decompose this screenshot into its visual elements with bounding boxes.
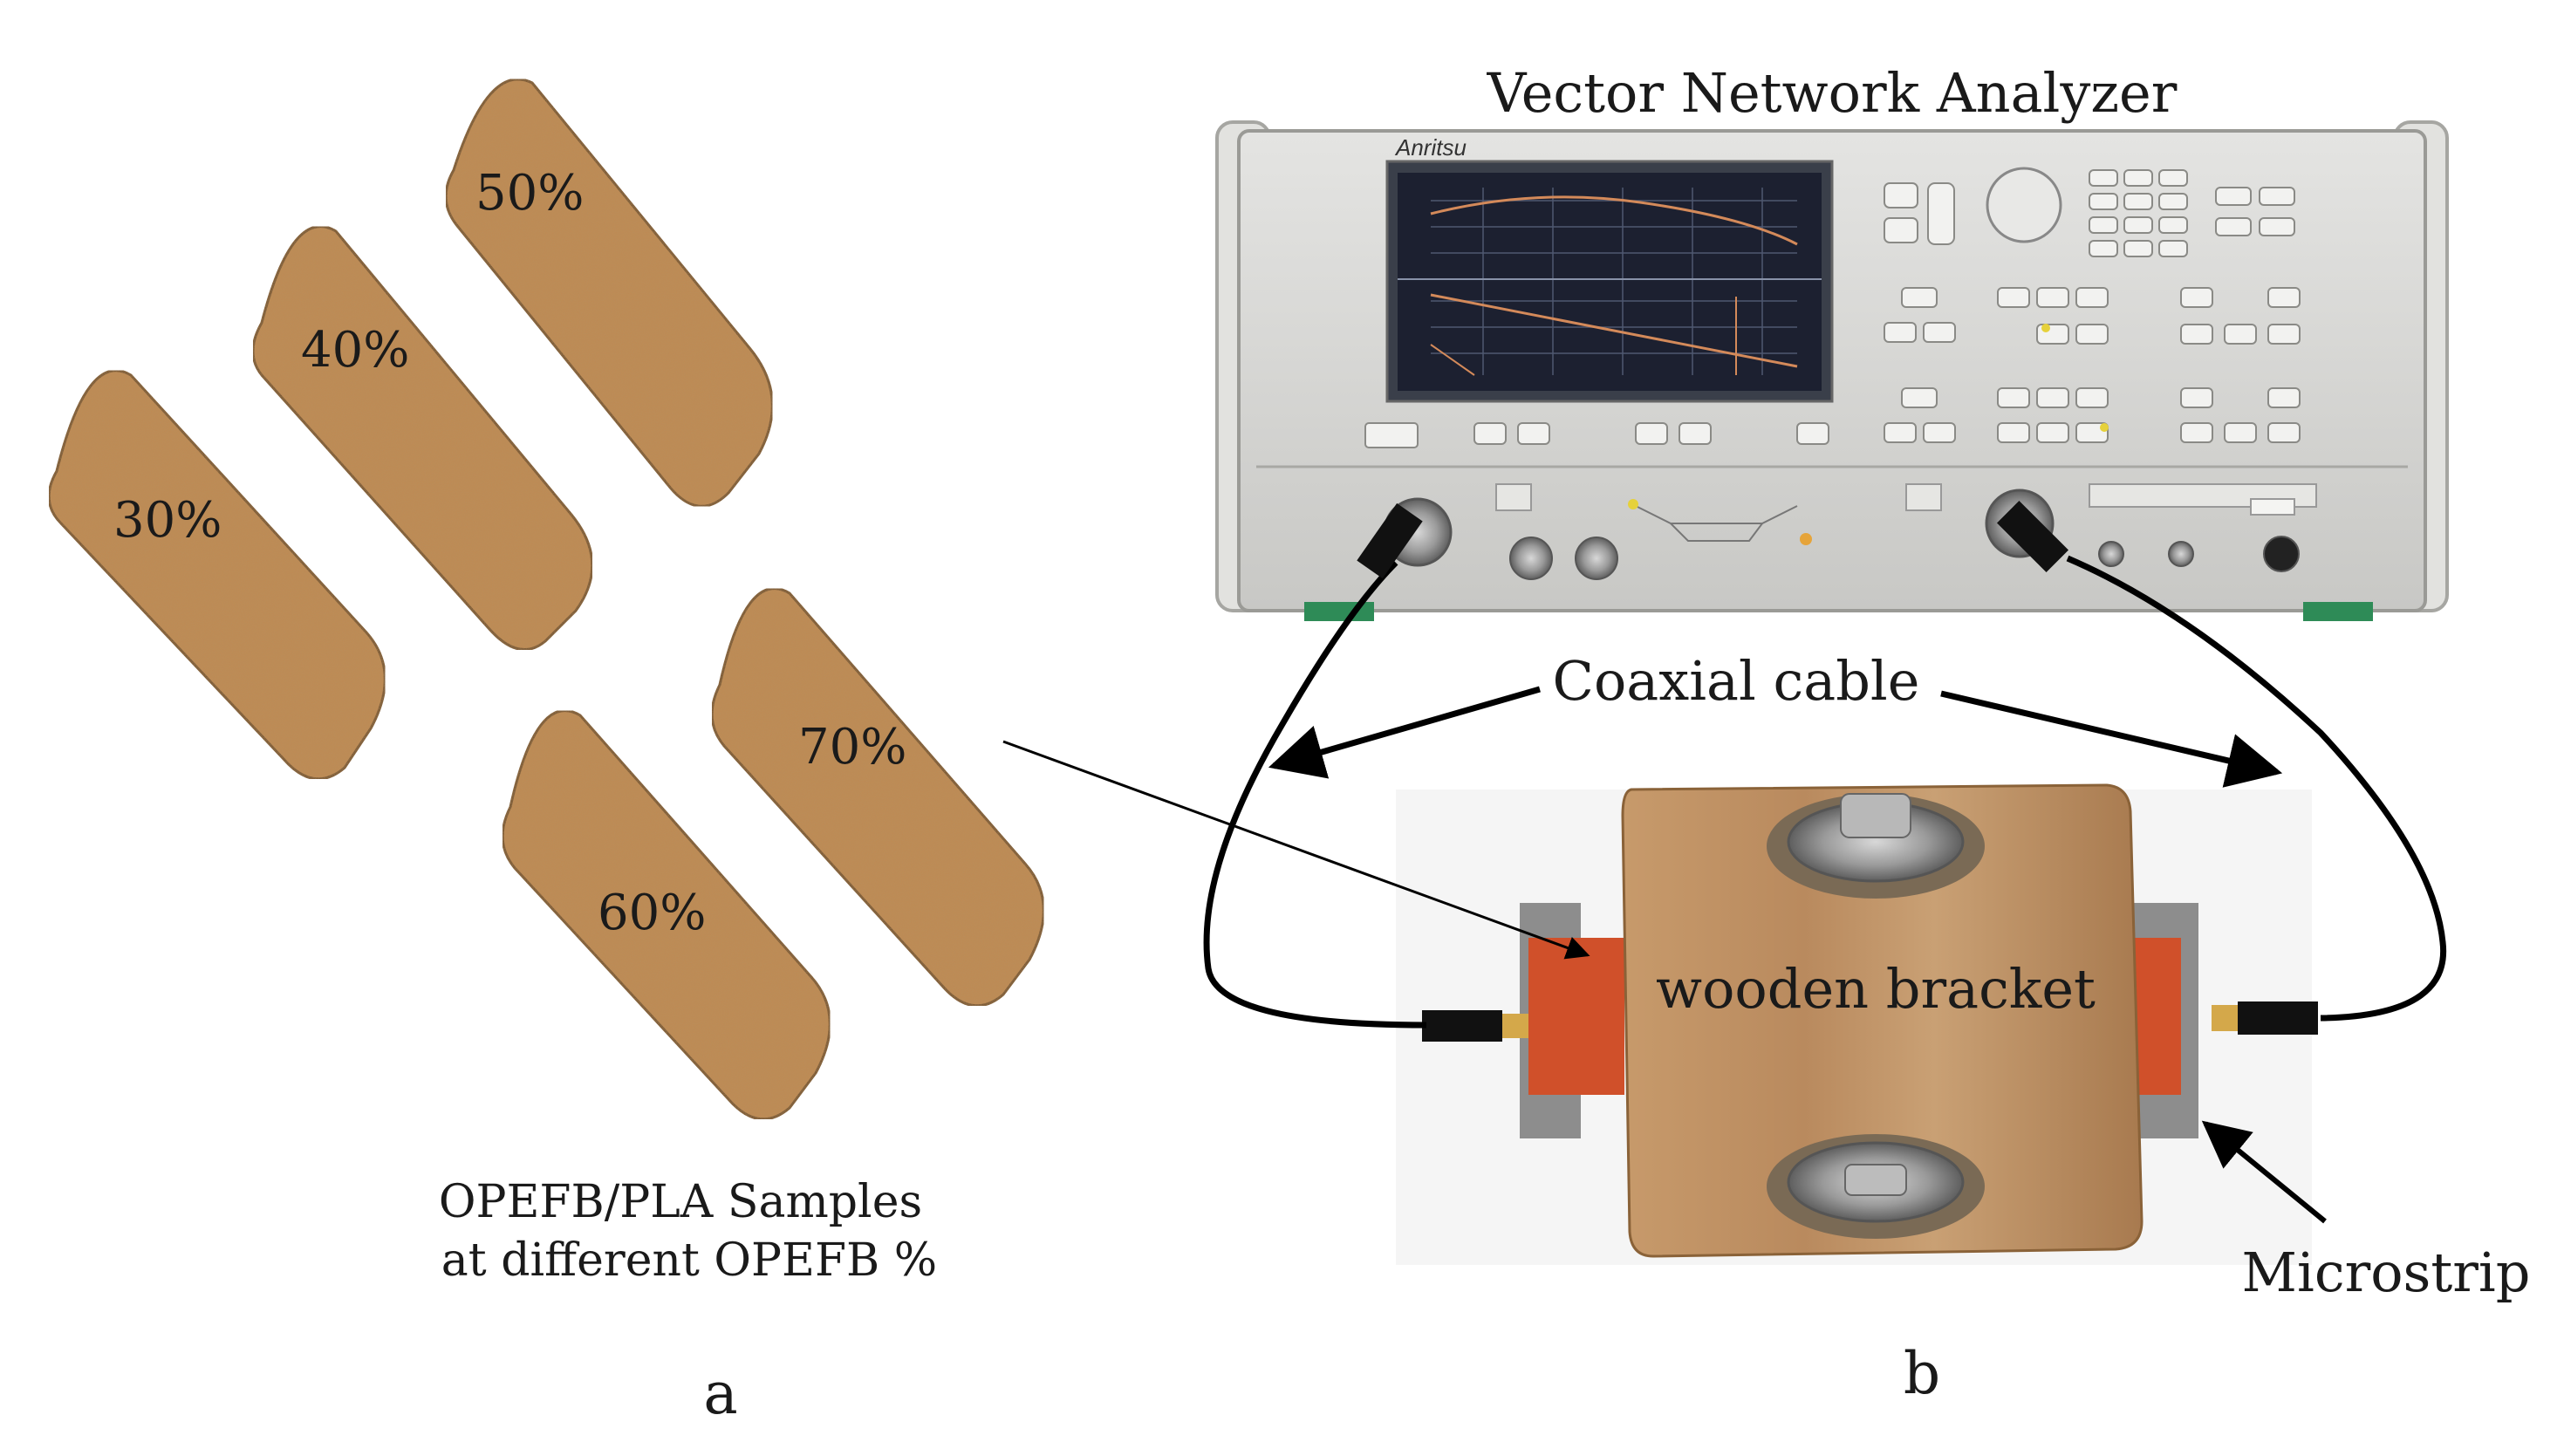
- sample-70-percent: 70%: [710, 587, 1045, 1008]
- sma-connector-left: [1422, 1010, 1502, 1042]
- bias-connector-2[interactable]: [2168, 541, 2194, 567]
- sample-to-fixture-arrow: [1002, 740, 1590, 960]
- panel-label-a: a: [703, 1360, 737, 1427]
- sample-label-60: 60%: [598, 885, 706, 941]
- wooden-bracket-block: [1621, 783, 2144, 1258]
- microstrip-left: [1528, 938, 1624, 1095]
- test-fixture: [1396, 783, 2318, 1265]
- port-1-indicator: [1495, 483, 1532, 511]
- bracket-label: wooden bracket: [1656, 957, 2096, 1021]
- led-indicator: [2041, 324, 2050, 332]
- cable-plug-port-1: [1357, 502, 1423, 579]
- foot-right: [2303, 602, 2373, 621]
- sample-label-50: 50%: [475, 165, 584, 222]
- vector-network-analyzer: Anritsu: [1215, 120, 2449, 621]
- cable-plug-port-2: [1996, 500, 2069, 573]
- panel-label-b: b: [1904, 1340, 1940, 1407]
- caption-line-1: OPEFB/PLA Samples: [439, 1176, 922, 1228]
- signal-flow-diagram: [1635, 505, 1798, 542]
- aux-connector-1[interactable]: [1509, 537, 1553, 580]
- keypad: [1364, 169, 2301, 448]
- bolt-head-top: [1840, 793, 1911, 838]
- samples-group: 50% 40% 30% 70% 60%: [47, 78, 1045, 1121]
- sample-label-70: 70%: [798, 719, 906, 776]
- power-button[interactable]: [2263, 536, 2300, 572]
- cable-left: [1203, 560, 1427, 1029]
- caption-line-2: at different OPEFB %: [441, 1234, 937, 1287]
- sma-pin-left: [1502, 1014, 1528, 1038]
- eject-button[interactable]: [2250, 498, 2295, 516]
- led-indicator-2: [2100, 423, 2109, 432]
- sample-label-40: 40%: [301, 322, 409, 379]
- flow-led-2: [1800, 533, 1812, 545]
- vna-brand: Anritsu: [1394, 134, 1467, 161]
- bias-connector-1[interactable]: [2098, 541, 2124, 567]
- foot-left: [1304, 602, 1374, 621]
- sma-connector-right: [2238, 1001, 2318, 1035]
- sma-pin-right: [2212, 1005, 2238, 1031]
- microstrip-arrow: [2201, 1120, 2327, 1224]
- coaxial-cable-label: Coaxial cable: [1553, 649, 1920, 713]
- rotary-knob[interactable]: [1986, 167, 2062, 243]
- sample-50-percent: 50%: [444, 78, 774, 508]
- port-2-indicator: [1905, 483, 1942, 511]
- coaxial-cables: [1203, 500, 2447, 1029]
- sample-30-percent: 30%: [47, 369, 386, 781]
- display-screen: [1398, 173, 1822, 391]
- sample-40-percent: 40%: [251, 225, 594, 652]
- microstrip-label: Microstrip: [2242, 1241, 2531, 1304]
- trace-bottom-extra: [1430, 297, 1737, 376]
- trace-top: [1430, 195, 1798, 246]
- coaxial-arrow-left: [1268, 686, 1541, 779]
- cable-right: [2066, 555, 2447, 1022]
- bolt-head-bottom: [1844, 1164, 1907, 1196]
- vna-title: Vector Network Analyzer: [1487, 61, 2178, 125]
- aux-connector-2[interactable]: [1575, 537, 1618, 580]
- flow-led-1: [1628, 499, 1638, 509]
- sample-60-percent: 60%: [501, 709, 831, 1121]
- sample-label-30: 30%: [113, 492, 222, 549]
- coaxial-arrow-right: [1940, 690, 2283, 788]
